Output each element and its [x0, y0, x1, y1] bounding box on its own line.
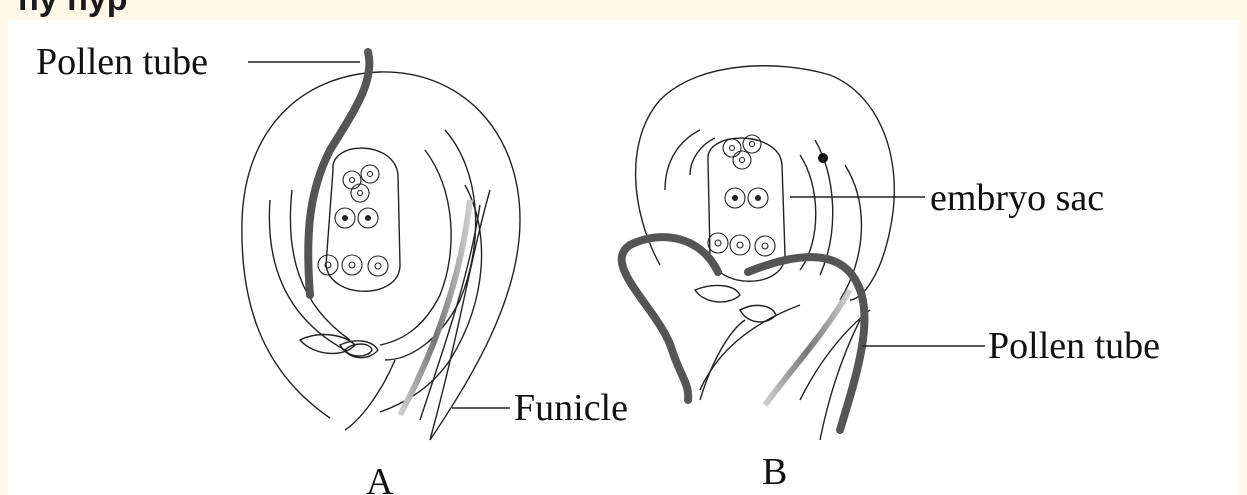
pollen-tube-b-left [622, 237, 718, 400]
egg-apparatus-b [708, 135, 775, 256]
micropyle-b1 [695, 285, 740, 302]
label-pollen-tube-b: Pollen tube [988, 325, 1160, 367]
label-figure-a: A [366, 461, 394, 495]
label-pollen-tube-a: Pollen tube [36, 41, 208, 83]
micropyle-b2 [740, 305, 776, 322]
integument-line-b4 [800, 155, 816, 270]
label-figure-b: B [762, 451, 787, 493]
funicle-b-left [700, 320, 745, 400]
label-embryo-sac: embryo sac [930, 177, 1104, 219]
vascular-bundle-a [400, 200, 470, 415]
label-funicle: Funicle [514, 387, 628, 429]
integument-line-b1 [665, 130, 700, 190]
integument-line-a2 [290, 190, 350, 340]
integument-line-b2 [690, 138, 715, 175]
funicle-a-left [345, 360, 395, 430]
vascular-bundle-b [765, 290, 850, 405]
funicle-a-right [430, 190, 490, 440]
egg-apparatus-a [318, 165, 388, 276]
nucleus-dot-b [818, 153, 828, 163]
